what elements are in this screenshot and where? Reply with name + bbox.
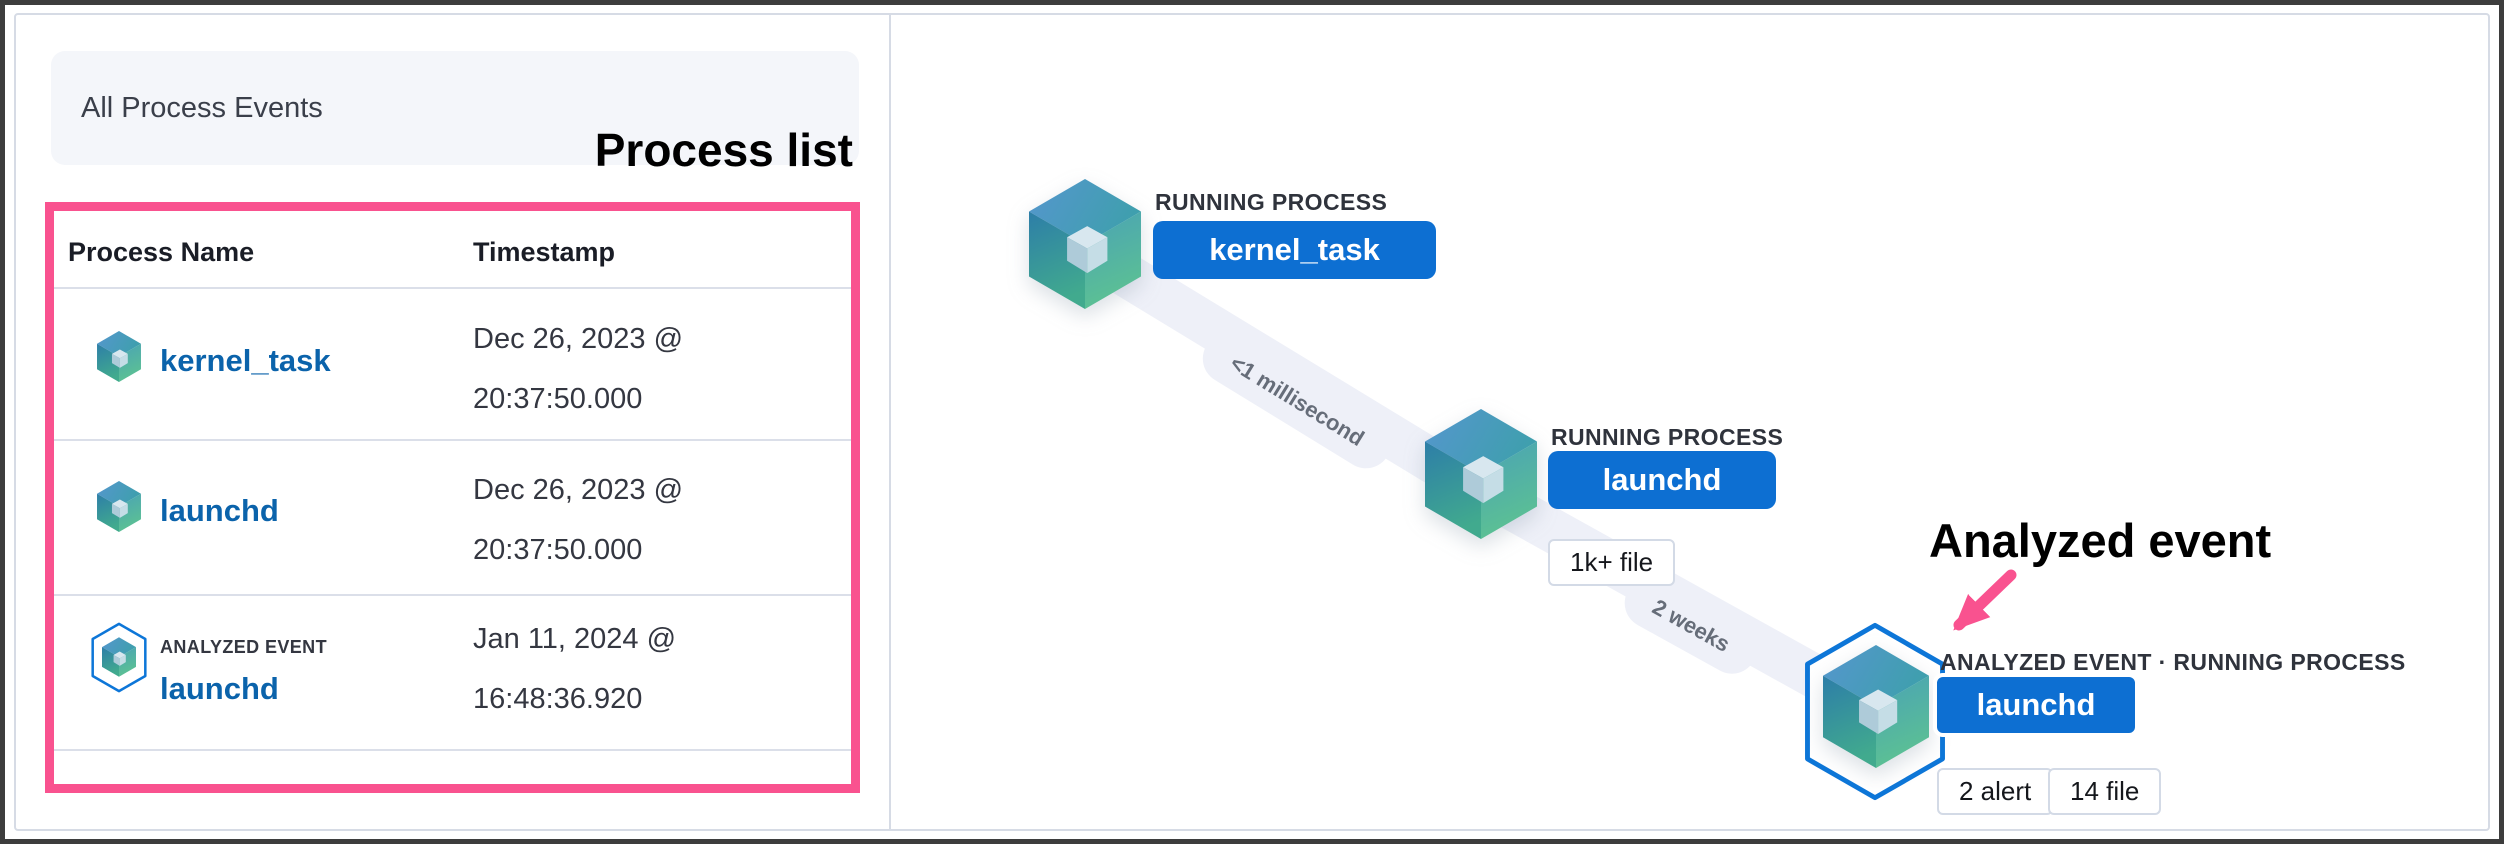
process-table-highlight — [45, 202, 860, 793]
process-node-cube-icon[interactable] — [1029, 179, 1141, 309]
analyzed-event-annotation: Analyzed event — [1929, 514, 2272, 567]
timestamp-date: Dec 26, 2023 @ — [473, 323, 684, 355]
process-node-cube-icon[interactable] — [1823, 645, 1929, 768]
process-cube-icon — [102, 637, 136, 677]
node-type-label: ANALYZED EVENT · RUNNING PROCESS — [1940, 649, 2406, 675]
process-name-button[interactable]: kernel_task — [1153, 221, 1436, 279]
timestamp-cell: Jan 11, 2024 @ 16:48:36.920 — [473, 609, 676, 729]
node-type-label: RUNNING PROCESS — [1551, 424, 1784, 450]
process-node-cube-icon[interactable] — [1425, 409, 1537, 539]
table-rule — [54, 749, 851, 751]
process-name-link[interactable]: kernel_task — [160, 343, 331, 378]
process-name-link[interactable]: launchd — [160, 493, 279, 528]
process-cube-icon — [97, 331, 141, 382]
timestamp-time: 20:37:50.000 — [473, 383, 643, 415]
table-rule — [54, 439, 851, 441]
timestamp-date: Dec 26, 2023 @ — [473, 474, 684, 506]
process-name-link[interactable]: launchd — [160, 671, 279, 706]
table-rule — [54, 287, 851, 289]
panel-border — [14, 13, 2490, 831]
panel-header: All Process Events — [51, 51, 859, 165]
column-header-process-name: Process Name — [68, 237, 255, 267]
process-name-button[interactable]: launchd — [1548, 451, 1776, 509]
table-rule — [54, 594, 851, 596]
process-name-button[interactable]: launchd — [1933, 673, 2139, 737]
event-count-badge[interactable]: 1k+ file — [1548, 539, 1676, 586]
timestamp-time: 20:37:50.000 — [473, 534, 643, 566]
node-type-label: RUNNING PROCESS — [1155, 189, 1388, 215]
column-header-timestamp: Timestamp — [473, 237, 616, 267]
panel-title: All Process Events — [81, 91, 323, 124]
alert-count-badge[interactable]: 2 alert — [1937, 768, 2054, 815]
timestamp-cell: Dec 26, 2023 @ 20:37:50.000 — [473, 460, 683, 580]
timestamp-time: 16:48:36.920 — [473, 683, 643, 715]
analyzed-event-badge: ANALYZED EVENT — [160, 637, 327, 657]
timestamp-date: Jan 11, 2024 @ — [473, 623, 677, 655]
panel-divider — [889, 15, 891, 829]
process-cube-icon — [97, 481, 141, 532]
timestamp-cell: Dec 26, 2023 @ 20:37:50.000 — [473, 309, 683, 429]
event-count-badge[interactable]: 14 file — [2048, 768, 2162, 815]
process-list-annotation: Process list — [594, 124, 853, 176]
